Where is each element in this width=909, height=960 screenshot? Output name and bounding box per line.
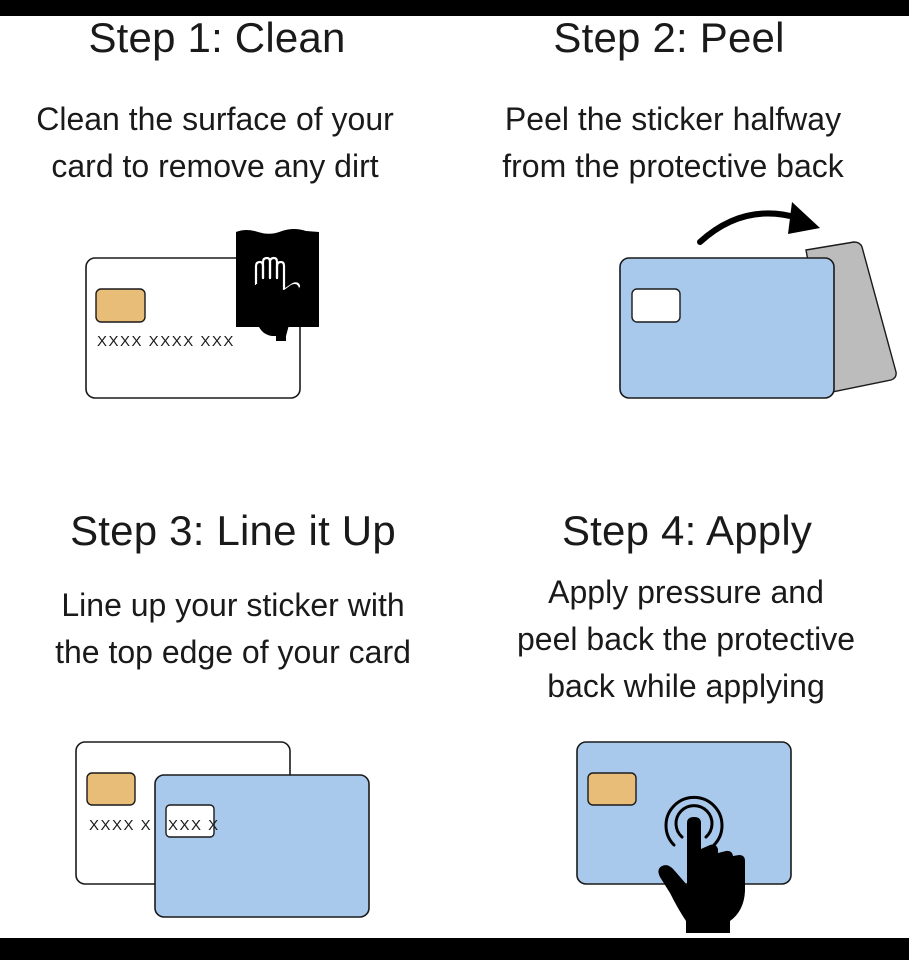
step-1-title: Step 1: Clean <box>88 16 346 61</box>
step-3-desc-line-2: the top edge of your card <box>55 634 411 670</box>
step-2-desc-line-2: from the protective back <box>502 148 844 184</box>
curved-arrow-icon <box>697 210 801 245</box>
card-chip <box>86 772 136 806</box>
hand-body <box>256 284 299 336</box>
step-4-desc-line-2: peel back the protective <box>517 621 855 657</box>
step-3-line-up: Step 3: Line it Up Line up your sticker … <box>0 477 454 938</box>
step-1-description: Clean the surface of your card to remove… <box>0 96 442 190</box>
number-window <box>165 804 215 838</box>
sticker <box>576 741 792 885</box>
step-4-description: Apply pressure and peel back the protect… <box>459 569 909 710</box>
step-2-peel: Step 2: Peel Peel the sticker halfway fr… <box>454 16 908 477</box>
step-1-clean: Step 1: Clean Clean the surface of your … <box>0 16 454 477</box>
step-2-title: Step 2: Peel <box>553 16 785 61</box>
step-4-illustration <box>576 741 792 933</box>
step-3-illustration: XXXX X XXX X <box>75 741 370 918</box>
step-4-desc-line-3: back while applying <box>547 668 825 704</box>
step-1-desc-line-2: card to remove any dirt <box>51 148 379 184</box>
step-1-illustration: XXXX XXXX XXX <box>85 229 319 399</box>
finger-tap-icon <box>664 795 724 847</box>
card-number: XXXX XXXX XXX <box>97 333 235 350</box>
card-chip <box>95 288 146 323</box>
step-1-desc-line-1: Clean the surface of your <box>36 101 394 137</box>
arrow-head <box>788 202 820 234</box>
hand-wiping-cloth-icon <box>254 256 301 310</box>
sticker-window-text: XXX X <box>168 817 220 834</box>
card-chip <box>587 772 637 806</box>
sticker <box>154 774 370 918</box>
step-2-description: Peel the sticker halfway from the protec… <box>446 96 900 190</box>
step-3-desc-line-1: Line up your sticker with <box>61 587 405 623</box>
step-4-apply: Step 4: Apply Apply pressure and peel ba… <box>454 477 908 938</box>
card-number: XXXX X <box>89 817 152 834</box>
sticker <box>619 257 835 399</box>
step-2-illustration <box>619 202 897 399</box>
step-3-title: Step 3: Line it Up <box>70 507 396 554</box>
instructions-canvas: Step 1: Clean Clean the surface of your … <box>0 16 909 938</box>
step-4-title: Step 4: Apply <box>561 507 813 554</box>
chip-window <box>631 288 681 323</box>
step-3-description: Line up your sticker with the top edge o… <box>6 582 460 676</box>
step-2-desc-line-1: Peel the sticker halfway <box>504 101 842 137</box>
step-4-desc-line-1: Apply pressure and <box>548 574 824 610</box>
pointing-hand <box>658 817 745 933</box>
